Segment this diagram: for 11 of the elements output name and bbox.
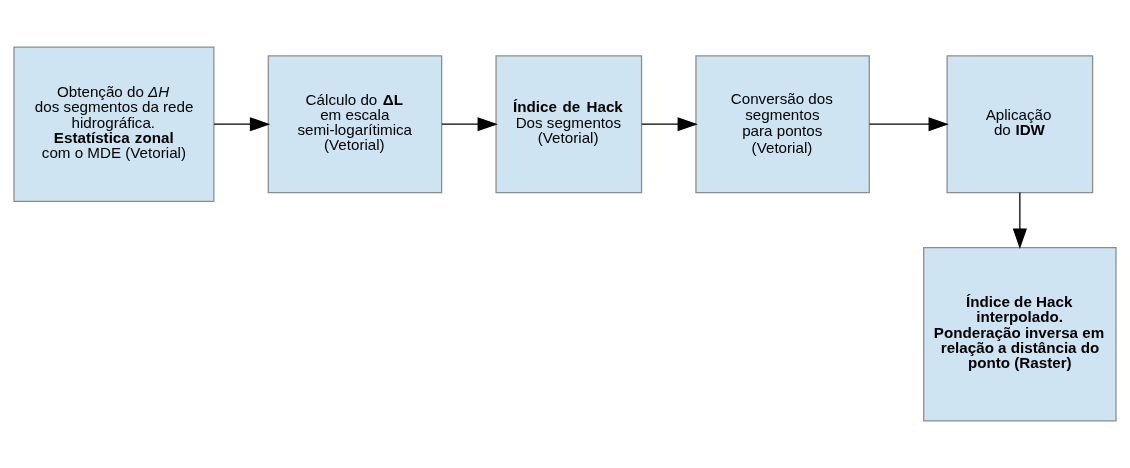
arrow xyxy=(1012,191,1027,249)
node-box: Aplicação do IDW xyxy=(946,55,1094,194)
arrow xyxy=(441,117,498,132)
node-box: Índice de Hack Dos segmentos (Vetorial) xyxy=(495,55,643,194)
arrow xyxy=(213,117,271,132)
node-box: Índice de Hack interpolado. Ponderação inversa em relação a distância do ponto (Raster) xyxy=(923,246,1117,422)
node-box: Obtenção do ΔH dos segmentos da rede hidrográfica. Estatística zonal com o MDE (Vetorial) xyxy=(13,46,215,203)
arrow xyxy=(641,117,698,132)
node-box: Conversão dos segmentos para pontos (Vetorial) xyxy=(695,55,870,194)
arrow xyxy=(868,117,949,132)
node-box: Cálculo do ΔL em escala semi-logarítimica (Vetorial) xyxy=(267,55,443,194)
